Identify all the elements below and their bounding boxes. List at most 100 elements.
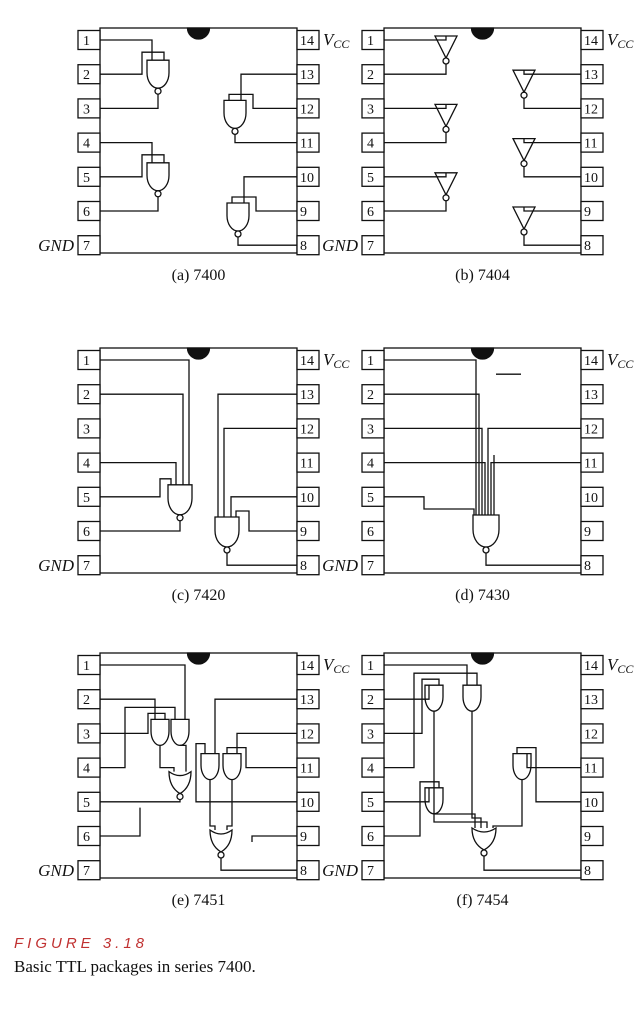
vcc-label: VCC [607,655,634,676]
pin-number: 11 [300,457,313,472]
pin-box [77,555,101,576]
chip-notch [470,652,495,665]
pin-number: 10 [300,171,314,186]
inversion-bubble [442,194,450,202]
pin-number: 8 [300,239,307,254]
pin-box [296,29,320,51]
pin-number: 1 [83,354,90,369]
pin-number: 6 [83,525,90,540]
nand-gate-icon [146,59,170,89]
pin-number: 13 [584,388,598,403]
pin-number: 7 [83,864,90,879]
pin-number: 5 [367,491,374,506]
pin-number: 10 [584,491,598,506]
nor-gate-icon [209,828,233,853]
pin-number: 4 [83,457,90,472]
package-caption: (f) 7454 [457,892,509,909]
pin-number: 9 [584,205,591,220]
pin-box [77,418,101,439]
inversion-bubble [520,228,528,236]
pin-number: 3 [367,727,374,742]
pin-number: 13 [300,693,314,708]
inversion-bubble [520,159,528,168]
pin-box [580,825,604,847]
pin-box [77,860,101,881]
pin-number: 3 [83,727,90,742]
and-gate-icon [222,752,242,781]
pin-number: 13 [584,68,598,83]
pin-number: 7 [367,559,374,574]
pin-number: 1 [367,34,374,49]
pin-box [580,520,604,542]
inversion-bubble [176,792,184,801]
package-caption: (d) 7430 [455,587,510,604]
and-gate-icon [512,752,532,781]
pin-number: 12 [300,727,314,742]
gnd-label: GND [38,556,75,575]
chip-notch [186,347,211,360]
pin-number: 2 [83,68,90,83]
pin-number: 2 [367,388,374,403]
pin-number: 5 [83,491,90,506]
gnd-label: GND [38,861,75,880]
pin-number: 12 [584,102,598,117]
pin-number: 8 [300,864,307,879]
inversion-bubble [154,190,162,198]
pin-box [361,555,385,576]
pin-number: 14 [584,659,598,674]
pin-number: 14 [300,659,314,674]
pin-box [77,235,101,256]
pin-box [580,29,604,51]
pin-number: 2 [83,693,90,708]
pin-number: 13 [584,693,598,708]
nand-gate-icon [226,202,250,232]
inversion-bubble [154,87,162,95]
pin-number: 6 [83,205,90,220]
and-gate-icon [424,684,444,712]
chip-notch [470,347,495,360]
nand-gate-icon [146,162,170,192]
pin-number: 12 [300,102,314,117]
pin-number: 10 [584,796,598,811]
inversion-bubble [442,57,450,65]
chip-body [99,27,298,254]
vcc-label: VCC [323,350,350,371]
inversion-bubble [442,125,450,134]
figure-caption: Basic TTL packages in series 7400. [14,957,256,976]
pin-number: 3 [83,422,90,437]
gnd-label: GND [38,236,75,255]
and-gate-icon [150,718,170,746]
inversion-bubble [480,849,488,857]
vcc-label: VCC [323,655,350,676]
pin-number: 11 [584,137,597,152]
pin-number: 5 [367,171,374,186]
pin-number: 6 [83,830,90,845]
pin-number: 7 [367,239,374,254]
nand-gate-icon [223,99,247,129]
pin-number: 12 [584,727,598,742]
pin-box [580,384,604,405]
pin-number: 2 [83,388,90,403]
pin-number: 8 [300,559,307,574]
pin-number: 11 [584,457,597,472]
vcc-label: VCC [607,30,634,51]
pin-number: 4 [367,762,374,777]
pin-number: 14 [584,34,598,49]
pin-number: 6 [367,830,374,845]
pin-box [361,235,385,256]
pin-box [580,654,604,676]
and-gate-icon [462,684,482,712]
pin-number: 4 [367,457,374,472]
pin-box [580,689,604,710]
pin-number: 7 [83,559,90,574]
pin-box [296,654,320,676]
pin-number: 10 [300,491,314,506]
inversion-bubble [217,851,225,859]
pin-box [296,349,320,371]
and-gate-icon [200,752,220,781]
pin-number: 2 [367,68,374,83]
pin-box [580,486,604,507]
